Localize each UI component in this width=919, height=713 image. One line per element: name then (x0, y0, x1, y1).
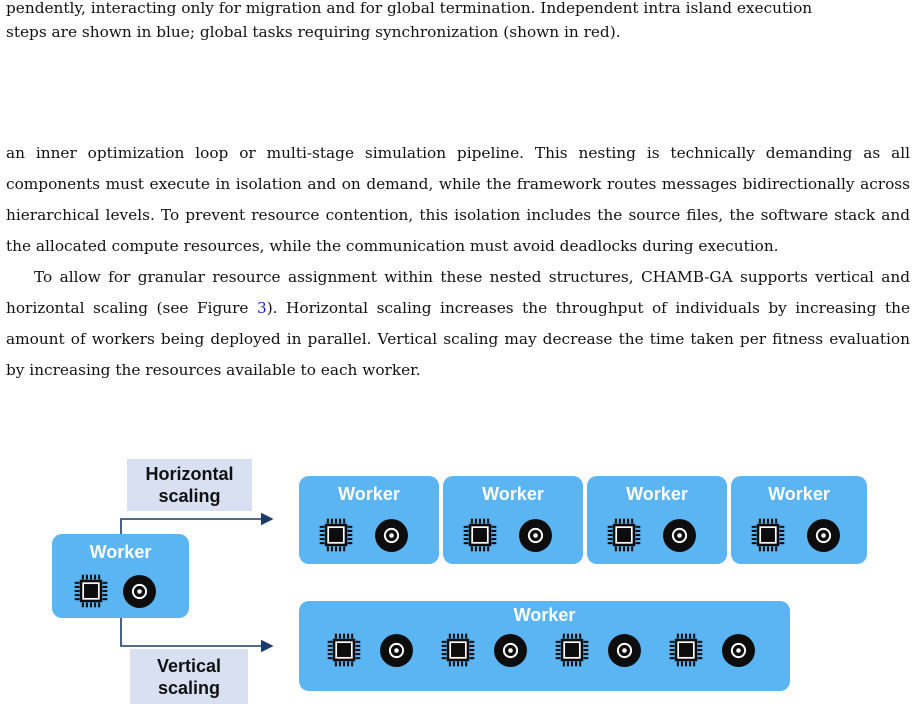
paragraph-scaling: To allow for granular resource assignmen… (6, 262, 910, 386)
cpu-chip-icon (441, 633, 475, 671)
caption-line-2: steps are shown in blue; global tasks re… (6, 23, 621, 41)
worker-label: Worker (338, 484, 400, 504)
disk-icon (807, 519, 840, 556)
horizontal-arrow (120, 512, 274, 534)
paragraph-nesting: an inner optimization loop or multi-stag… (6, 144, 910, 255)
disk-icon (608, 634, 641, 671)
paragraph-scaling-text-1: To allow for granular resource assignmen… (6, 268, 910, 317)
disk-icon (123, 575, 156, 612)
horizontal-worker: Worker (299, 476, 439, 564)
source-worker: Worker (52, 534, 189, 618)
paragraph-scaling-text-2: ). Horizontal scaling increases the thro… (6, 299, 910, 379)
caption-line-1: pendently, interacting only for migratio… (6, 0, 813, 17)
worker-label: Worker (89, 542, 152, 562)
disk-icon (375, 519, 408, 556)
horizontal-worker: Worker (731, 476, 867, 564)
worker-label: Worker (482, 484, 544, 504)
disk-icon (663, 519, 696, 556)
worker-label: Worker (513, 605, 576, 625)
cpu-chip-icon (74, 574, 108, 612)
cpu-chip-icon (327, 633, 361, 671)
horizontal-worker: Worker (443, 476, 583, 564)
cpu-chip-icon (669, 633, 703, 671)
figure-reference-link[interactable]: 3 (256, 299, 267, 317)
disk-icon (722, 634, 755, 671)
scaling-arrows (120, 512, 274, 653)
cpu-chip-icon (463, 518, 497, 556)
vertical-arrow (120, 618, 274, 653)
figure-caption: pendently, interacting only for migratio… (6, 0, 910, 44)
cpu-chip-icon (607, 518, 641, 556)
disk-icon (380, 634, 413, 671)
worker-label: Worker (626, 484, 688, 504)
cpu-chip-icon (555, 633, 589, 671)
disk-icon (494, 634, 527, 671)
cpu-chip-icon (319, 518, 353, 556)
cpu-chip-icon (751, 518, 785, 556)
disk-icon (519, 519, 552, 556)
horizontal-worker: Worker (587, 476, 727, 564)
vertical-worker: Worker (299, 601, 790, 691)
worker-label: Worker (768, 484, 830, 504)
